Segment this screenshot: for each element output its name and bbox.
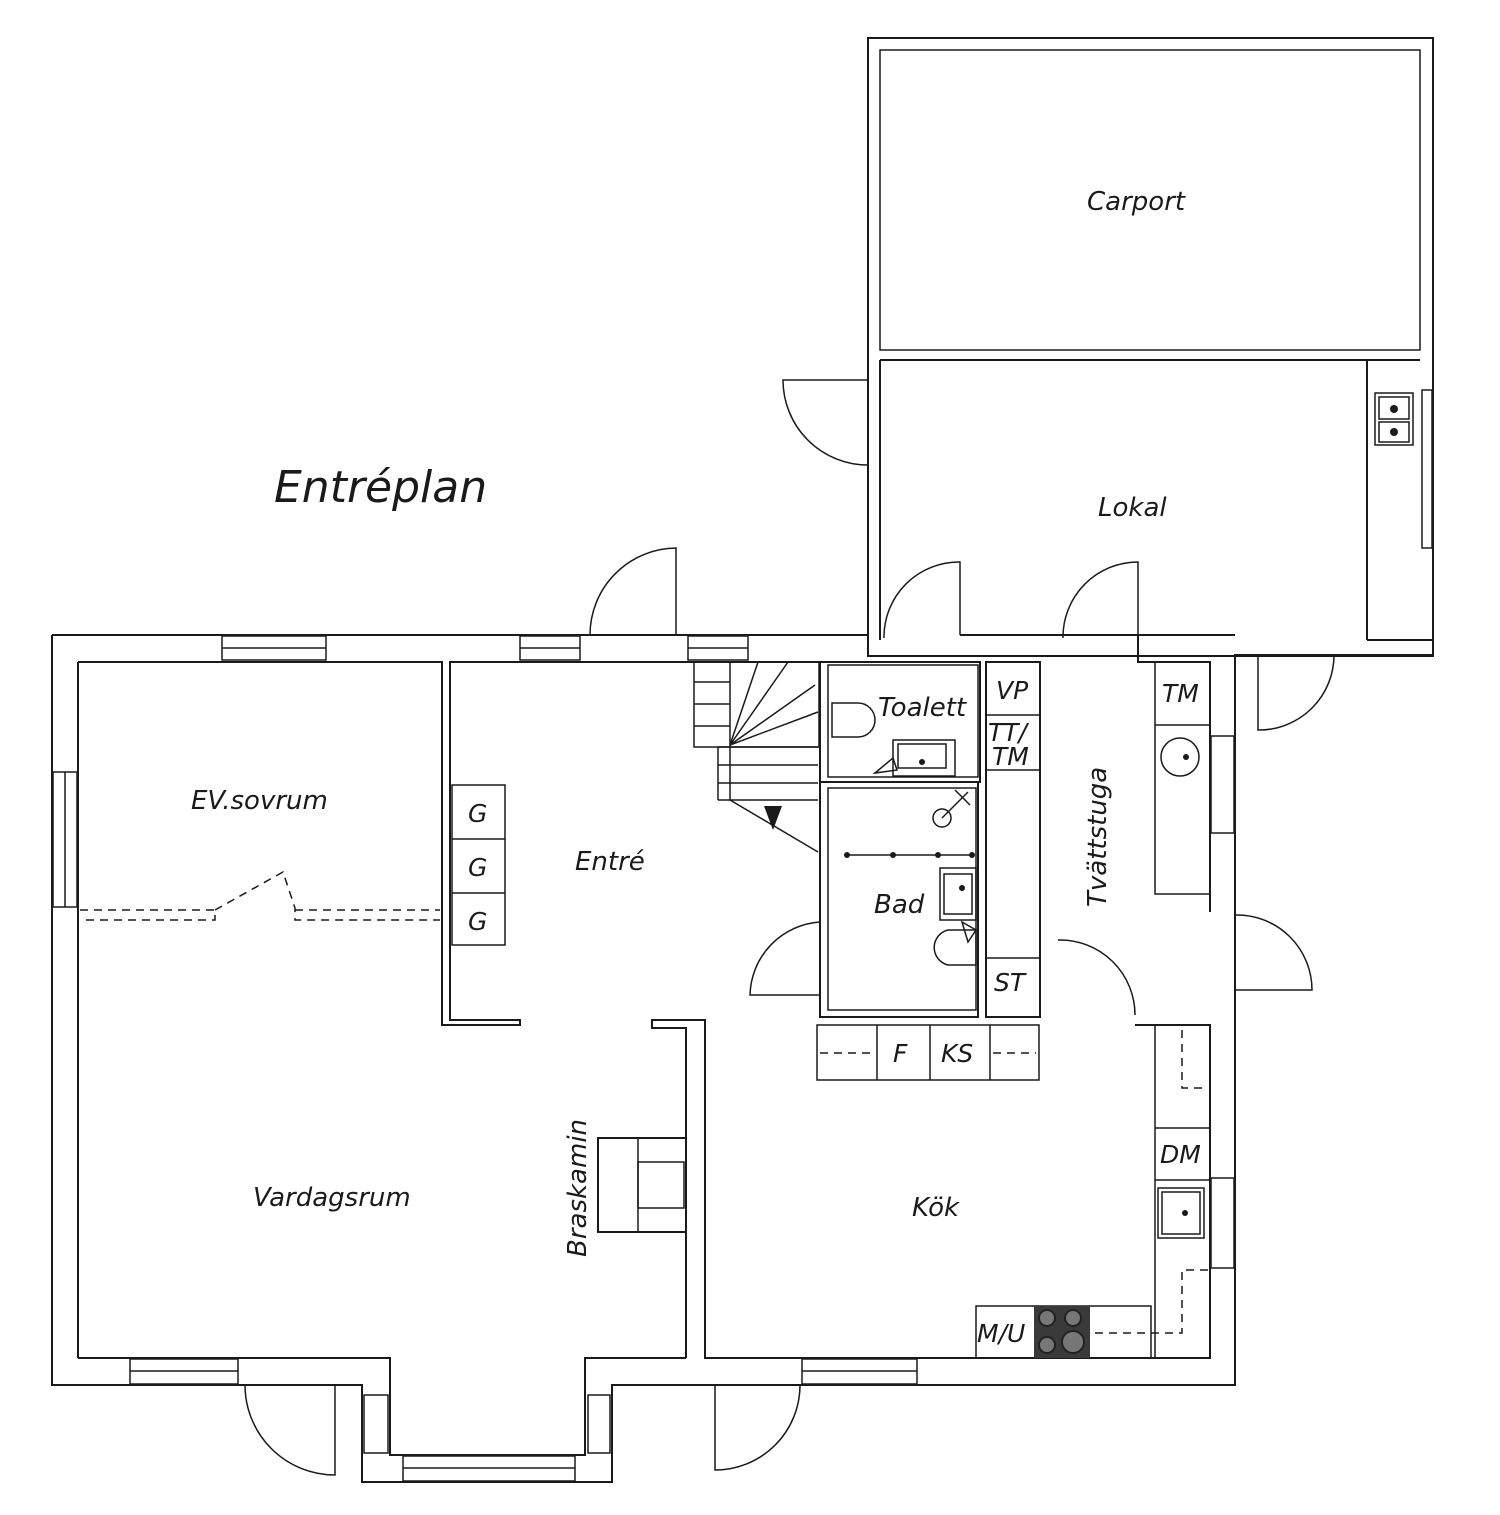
room-label-lokal: Lokal <box>1098 493 1167 523</box>
room-label-carport: Carport <box>1087 187 1186 217</box>
fixture-label-mu: M/U <box>977 1319 1025 1348</box>
windows <box>52 635 1235 1482</box>
stairs <box>693 661 820 853</box>
fixture-label-tm: TM <box>1162 679 1199 708</box>
house-outer-walls <box>51 38 1433 1483</box>
lokal-outer-door <box>782 379 869 466</box>
room-label-ev-sovrum: EV.sovrum <box>191 786 328 816</box>
room-label-bad: Bad <box>874 890 925 920</box>
wardrobe-label-1: G <box>468 799 487 828</box>
room-label-kok: Kök <box>912 1193 960 1223</box>
fixture-label-dm: DM <box>1160 1140 1201 1169</box>
room-label-vardagsrum: Vardagsrum <box>253 1183 411 1213</box>
fixture-label-f: F <box>893 1039 908 1068</box>
fireplace <box>597 1137 686 1233</box>
doors <box>244 547 1335 1476</box>
kitchen-fittings <box>816 1024 1211 1359</box>
fixture-label-tt: TT/ <box>988 718 1030 747</box>
fixture-label-tt-tm: TM <box>992 742 1029 771</box>
wardrobe-label-2: G <box>468 853 487 882</box>
wet-rooms <box>819 661 981 1018</box>
carport-structure <box>867 37 1434 657</box>
bedroom-divider <box>80 870 440 921</box>
room-label-tvattstuga: Tvättstuga <box>1083 767 1113 907</box>
plan-title: Entréplan <box>274 462 487 513</box>
fixture-label-st: ST <box>994 968 1027 997</box>
laundry-column <box>960 634 1235 1018</box>
wardrobe-label-3: G <box>468 907 487 936</box>
lokal-sink-icon <box>1374 392 1414 446</box>
lokal-window <box>1421 389 1433 549</box>
fixture-label-vp: VP <box>996 676 1029 705</box>
room-label-entre: Entré <box>575 847 645 877</box>
room-label-toalett: Toalett <box>878 693 967 723</box>
room-label-braskamin: Braskamin <box>563 1119 593 1257</box>
entre-wardrobes <box>451 784 506 946</box>
fixture-label-ks: KS <box>941 1039 973 1068</box>
